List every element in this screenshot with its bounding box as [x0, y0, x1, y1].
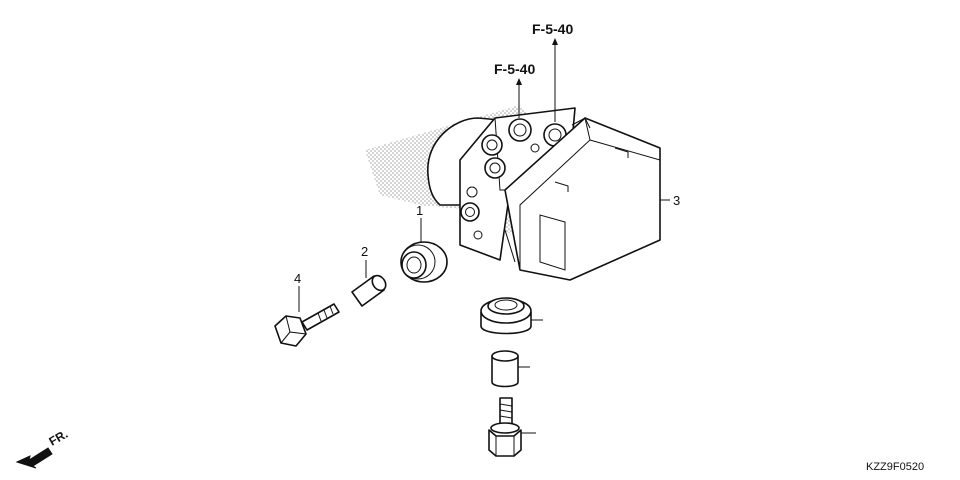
callout-grommet-upper: 1 [416, 203, 423, 218]
bolt-lower [488, 397, 522, 457]
callout-modulator: 3 [673, 193, 680, 208]
reference-upper: F-5-40 [532, 21, 573, 37]
diagram-code: KZZ9F0520 [866, 461, 924, 473]
grommet-lower [480, 297, 532, 335]
front-direction-label: FR. [47, 427, 71, 449]
callout-collar-upper: 2 [361, 244, 368, 259]
front-direction-arrow-icon [15, 447, 53, 469]
bolt-upper [274, 303, 340, 347]
collar-upper [351, 274, 387, 307]
reference-lower: F-5-40 [494, 61, 535, 77]
collar-lower [491, 350, 519, 388]
grommet-upper [400, 241, 448, 283]
abs-modulator [427, 107, 661, 281]
callout-bolt-upper: 4 [294, 271, 301, 286]
